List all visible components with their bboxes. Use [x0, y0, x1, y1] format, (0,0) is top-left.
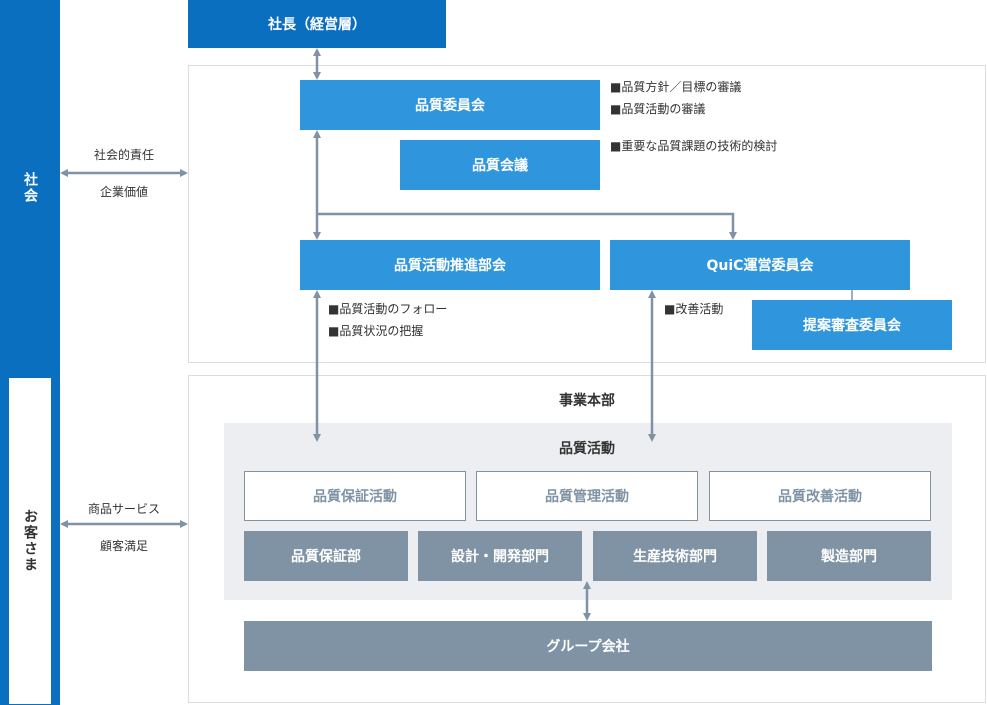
- activity-quality-improvement-label: 品質改善活動: [778, 489, 862, 505]
- quality-committee-box: 品質委員会: [300, 80, 600, 130]
- society-label-top: 社会的責任: [93, 148, 154, 162]
- dept-manufacturing: 製造部門: [767, 531, 931, 581]
- promotion-note-2: ■品質状況の把握: [328, 324, 424, 338]
- group-company-box: グループ会社: [244, 621, 932, 671]
- arrow-branch-quic: [317, 212, 737, 240]
- activity-quality-assurance-label: 品質保証活動: [313, 489, 397, 505]
- society-label-bottom: 企業価値: [99, 185, 148, 199]
- proposal-committee-label: 提案審査委員会: [803, 318, 901, 334]
- side-bar-customers-inner: お客さま: [8, 377, 52, 705]
- quic-note-1: ■改善活動: [664, 302, 724, 316]
- activity-quality-control-label: 品質管理活動: [545, 489, 629, 505]
- quality-committee-label: 品質委員会: [415, 98, 485, 114]
- committee-note-2: ■品質活動の審議: [610, 102, 706, 116]
- group-company-label: グループ会社: [546, 639, 630, 655]
- dept-production-engineering-label: 生産技術部門: [633, 549, 717, 565]
- meeting-note-1: ■重要な品質課題の技術的検討: [610, 139, 778, 153]
- promotion-notes: ■品質活動のフォロー ■品質状況の把握: [328, 298, 447, 342]
- promotion-subcommittee-label: 品質活動推進部会: [394, 258, 506, 274]
- dept-production-engineering: 生産技術部門: [593, 531, 757, 581]
- dept-quality-assurance: 品質保証部: [244, 531, 408, 581]
- committee-notes: ■品質方針／目標の審議 ■品質活動の審議: [610, 76, 741, 120]
- promotion-note-1: ■品質活動のフォロー: [328, 302, 448, 316]
- dept-manufacturing-label: 製造部門: [821, 549, 877, 565]
- quality-meeting-box: 品質会議: [400, 140, 600, 190]
- quality-meeting-label: 品質会議: [472, 158, 528, 174]
- quic-notes: ■改善活動: [664, 298, 723, 320]
- promotion-subcommittee-box: 品質活動推進部会: [300, 240, 600, 290]
- quic-committee-label: QuiC運営委員会: [706, 258, 814, 274]
- proposal-committee-box: 提案審査委員会: [752, 300, 952, 350]
- customer-label-bottom: 顧客満足: [99, 539, 148, 553]
- customer-label-top: 商品サービス: [87, 502, 160, 516]
- dept-design-development: 設計・開発部門: [418, 531, 582, 581]
- meeting-notes: ■重要な品質課題の技術的検討: [610, 135, 777, 157]
- side-bar-society-label: 社会: [22, 171, 38, 204]
- business-title: 事業本部: [559, 393, 615, 409]
- committee-note-1: ■品質方針／目標の審議: [610, 80, 742, 94]
- president-label: 社長（経営層）: [268, 17, 366, 33]
- activity-quality-improvement: 品質改善活動: [709, 471, 931, 521]
- activity-quality-assurance: 品質保証活動: [244, 471, 466, 521]
- side-bar-customers-label: お客さま: [22, 509, 38, 573]
- dept-design-development-label: 設計・開発部門: [451, 549, 549, 565]
- dept-quality-assurance-label: 品質保証部: [291, 549, 361, 565]
- quality-activity-title: 品質活動: [559, 441, 615, 457]
- quic-committee-box: QuiC運営委員会: [610, 240, 910, 290]
- president-box: 社長（経営層）: [188, 0, 446, 48]
- side-bar-society: 社会: [0, 0, 60, 375]
- activity-quality-control: 品質管理活動: [476, 471, 698, 521]
